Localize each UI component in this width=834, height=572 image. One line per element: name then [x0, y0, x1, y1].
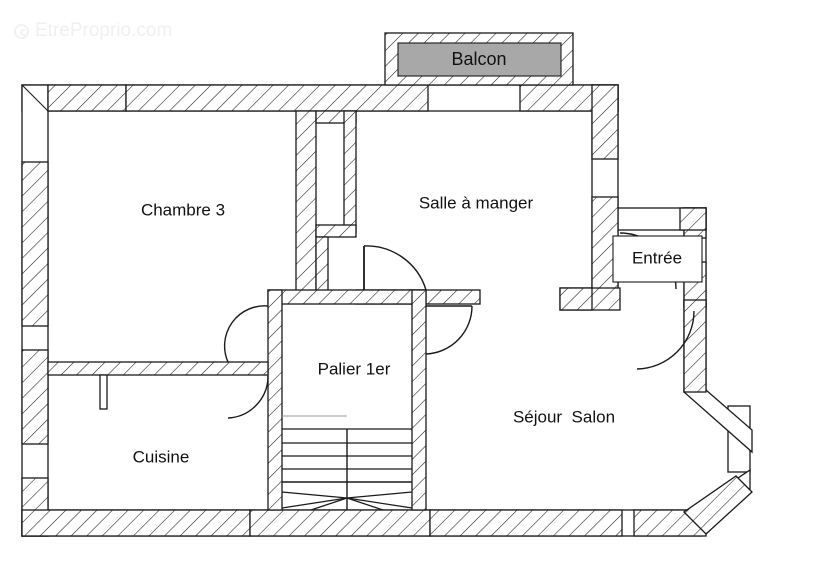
room-label-chambre3: Chambre 3 — [141, 200, 225, 219]
room-label-palier: Palier 1er — [318, 359, 391, 378]
door-arc-sejour-entree — [636, 310, 695, 370]
door-arc-palier-right — [425, 305, 473, 355]
room-labels: Balcon Chambre 3 Salle à manger Entrée P… — [133, 49, 703, 466]
room-label-cuisine: Cuisine — [133, 447, 190, 466]
outer-wall-masonry — [21, 84, 753, 537]
balcony-block — [384, 32, 574, 86]
door-arc-palier-left-top — [223, 305, 269, 363]
door-arc-palier-left-bottom — [227, 375, 269, 419]
room-label-entree: Entrée — [632, 248, 682, 267]
entree-label-plate — [612, 235, 703, 283]
room-label-sejour-salon: Séjour Salon — [513, 407, 615, 426]
balcony-slab — [397, 42, 562, 77]
room-label-balcon: Balcon — [451, 49, 506, 69]
interior-walls — [47, 110, 481, 511]
door-arc-salle-a-manger — [363, 245, 427, 291]
room-label-salle-a-manger: Salle à manger — [419, 193, 534, 212]
outer-wall-shell — [21, 84, 753, 537]
staircase — [281, 415, 413, 511]
